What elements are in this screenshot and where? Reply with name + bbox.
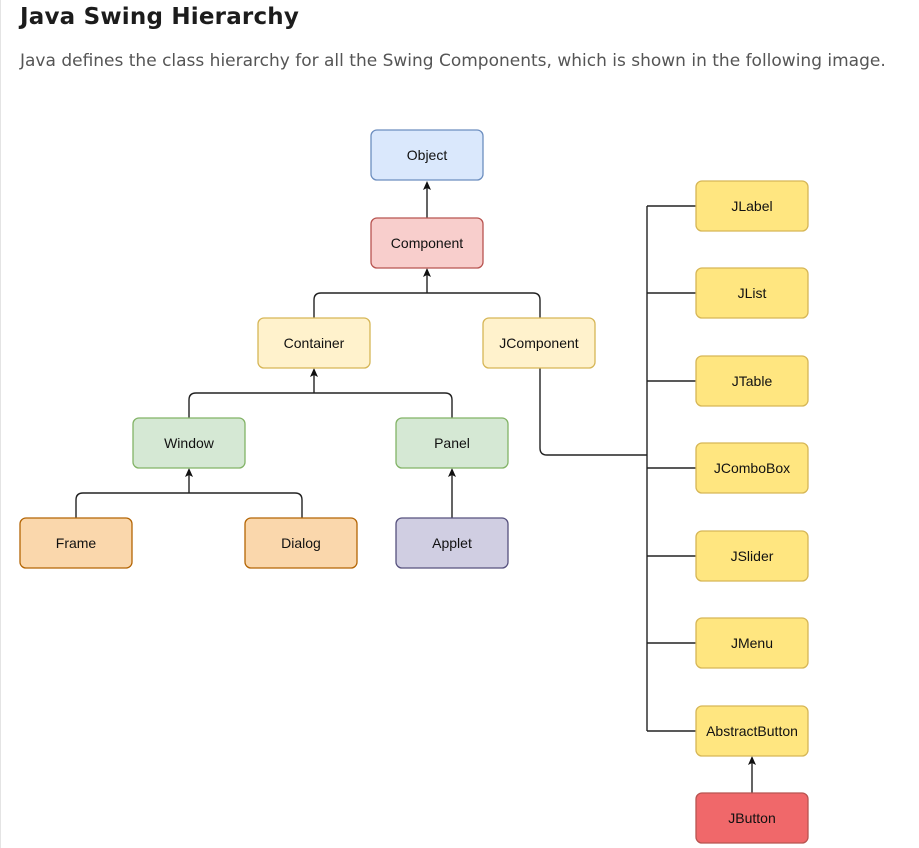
edge-line [188,373,453,418]
node-box [244,517,358,569]
node-label: JTable [732,373,773,389]
node-box [370,129,484,181]
arrowhead-icon [423,268,431,277]
node-label: AbstractButton [706,723,798,739]
node-label: JMenu [731,635,773,651]
node-box [695,792,809,844]
node-jcombobox: JComboBox [695,442,809,494]
page-title: Java Swing Hierarchy [20,4,300,30]
node-container: Container [257,317,371,369]
node-box [695,267,809,319]
node-box [395,517,509,569]
node-jcomponent: JComponent [482,317,596,369]
node-component: Component [370,217,484,269]
node-object: Object [370,129,484,181]
node-label: Panel [434,435,470,451]
edge-window-to-container [188,368,453,418]
arrowhead-icon [185,468,193,477]
node-frame: Frame [19,517,133,569]
node-box [695,442,809,494]
node-jlist: JList [695,267,809,319]
edge-applet-to-panel [448,468,456,518]
node-label: Object [407,147,448,163]
node-jslider: JSlider [695,530,809,582]
node-label: Component [391,235,463,251]
node-dialog: Dialog [244,517,358,569]
left-rule [0,0,1,848]
edge-line [313,273,541,318]
node-box [695,705,809,757]
node-label: Dialog [281,535,321,551]
arrowhead-icon [310,368,318,377]
node-window: Window [132,417,246,469]
node-label: JSlider [731,548,774,564]
edge-frame-to-window [75,468,303,518]
arrowhead-icon [448,468,456,477]
node-box [695,617,809,669]
node-box [482,317,596,369]
node-box [132,417,246,469]
node-box [370,217,484,269]
edges-layer [75,181,756,793]
node-jmenu: JMenu [695,617,809,669]
edge-line [75,473,303,518]
node-jtable: JTable [695,355,809,407]
node-label: JButton [728,810,775,826]
node-label: Frame [56,535,97,551]
node-box [695,180,809,232]
node-label: JLabel [731,198,772,214]
node-box [257,317,371,369]
node-label: JComponent [499,335,578,351]
arrowhead-icon [423,181,431,190]
node-abstractbutton: AbstractButton [695,705,809,757]
node-box [695,530,809,582]
edge-jbutton-to-abstractbutton [748,756,756,793]
node-label: JComboBox [714,460,790,476]
arrowhead-icon [748,756,756,765]
node-label: Container [284,335,345,351]
intro-paragraph: Java defines the class hierarchy for all… [20,51,886,71]
node-applet: Applet [395,517,509,569]
node-jlabel: JLabel [695,180,809,232]
edge-container-to-component [313,268,541,318]
node-panel: Panel [395,417,509,469]
node-label: Window [164,435,215,451]
node-box [395,417,509,469]
node-label: Applet [432,535,472,551]
node-label: JList [738,285,767,301]
node-box [695,355,809,407]
edge-component-to-object [423,181,431,218]
node-jbutton: JButton [695,792,809,844]
node-box [19,517,133,569]
